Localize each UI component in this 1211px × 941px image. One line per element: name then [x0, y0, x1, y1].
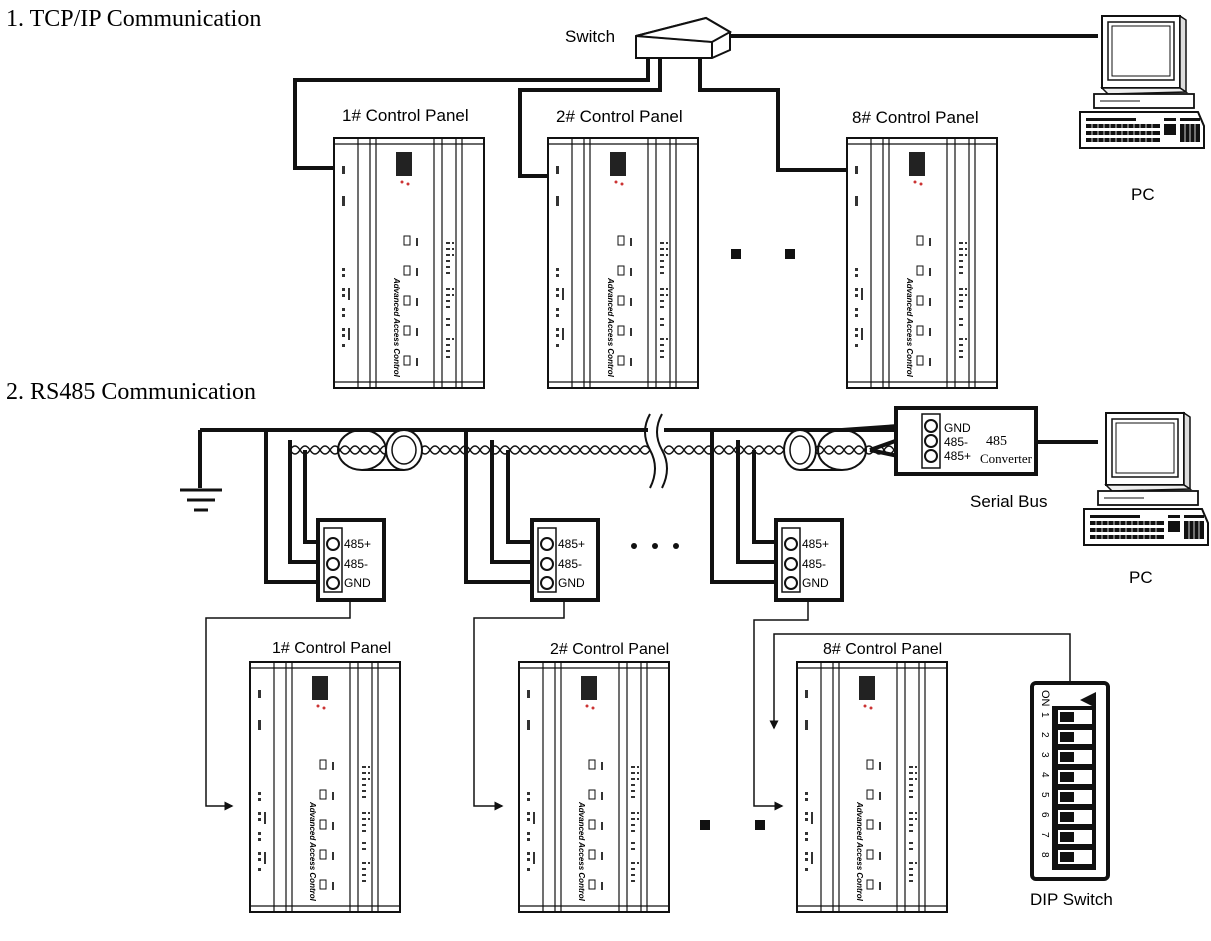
ellipsis-dot	[673, 543, 679, 549]
tcp-panel-2-label: 2# Control Panel	[556, 107, 683, 126]
rs485-control-panel-8	[796, 661, 948, 913]
dip-switch-on-label: ON	[1039, 690, 1051, 707]
tcp-panel-1-label: 1# Control Panel	[342, 106, 469, 125]
rs485-panel-1-product: Advanced Access Control	[308, 801, 317, 902]
terminal-1-pin-485-plus: 485+	[344, 537, 371, 551]
ellipsis-dot	[700, 820, 710, 830]
rs485-control-panel-2	[518, 661, 670, 913]
terminal-8-pin-485-minus: 485-	[802, 557, 826, 571]
tcp-control-panel-1	[333, 137, 485, 389]
dip-switch-position-6: 6	[1039, 812, 1050, 818]
terminal-2-pin-485-plus: 485+	[558, 537, 585, 551]
tcp-control-panel-2	[547, 137, 699, 389]
terminal-8-pin-gnd: GND	[802, 576, 829, 590]
tcp-pc-label: PC	[1131, 185, 1155, 204]
terminal-1-pin-gnd: GND	[344, 576, 371, 590]
dip-switch-label: DIP Switch	[1030, 890, 1113, 909]
tcp-control-panel-8	[846, 137, 998, 389]
tcp-pc-icon	[1079, 15, 1205, 149]
section-title-rs485: 2. RS485 Communication	[6, 379, 256, 405]
ellipsis-dot	[652, 543, 658, 549]
section-title-tcp: 1. TCP/IP Communication	[6, 6, 261, 32]
rs485-panel-2-product: Advanced Access Control	[577, 801, 586, 902]
converter-pin-gnd: GND	[944, 421, 971, 435]
rs485-panel-8-label: 8# Control Panel	[823, 641, 942, 658]
terminal-8-pin-485-plus: 485+	[802, 537, 829, 551]
dip-switch-position-8: 8	[1039, 852, 1050, 858]
switch-label: Switch	[565, 27, 615, 46]
dip-switch-icon	[1030, 681, 1110, 881]
rs485-converter	[894, 406, 1098, 476]
ellipsis-dot	[785, 249, 795, 259]
terminal-2-pin-gnd: GND	[558, 576, 585, 590]
tcp-panel-8-label: 8# Control Panel	[852, 108, 979, 127]
tcp-panel-1-product: Advanced Access Control	[392, 277, 401, 378]
dip-switch-position-4: 4	[1039, 772, 1050, 778]
rs485-panel-2-label: 2# Control Panel	[550, 641, 669, 658]
dip-switch-position-7: 7	[1039, 832, 1050, 838]
tcp-network-cables	[293, 34, 1098, 178]
rs485-pc-icon	[1083, 412, 1209, 546]
rs485-pc-label: PC	[1129, 568, 1153, 587]
converter-title: 485	[986, 434, 1007, 449]
converter-pin-485-minus: 485-	[944, 435, 968, 449]
tcp-panel-2-product: Advanced Access Control	[606, 277, 615, 378]
network-switch	[635, 16, 733, 59]
terminal-1-pin-485-minus: 485-	[344, 557, 368, 571]
converter-pin-485-plus: 485+	[944, 449, 971, 463]
rs485-control-panel-1	[249, 661, 401, 913]
rs485-panel-cables	[205, 600, 1071, 811]
ellipsis-dot	[755, 820, 765, 830]
ellipsis-dot	[631, 543, 637, 549]
dip-switch-position-3: 3	[1039, 752, 1050, 758]
tcp-panel-8-product: Advanced Access Control	[905, 277, 914, 378]
dip-switch-position-2: 2	[1039, 732, 1050, 738]
dip-switch-position-5: 5	[1039, 792, 1050, 798]
serial-bus-label: Serial Bus	[970, 492, 1047, 511]
rs485-serial-bus	[180, 413, 899, 512]
rs485-drop-wires	[264, 430, 778, 584]
rs485-panel-1-label: 1# Control Panel	[272, 640, 391, 657]
rs485-panel-8-product: Advanced Access Control	[855, 801, 864, 902]
terminal-2-pin-485-minus: 485-	[558, 557, 582, 571]
dip-switch-position-1: 1	[1039, 712, 1050, 718]
ellipsis-dot	[731, 249, 741, 259]
converter-subtitle: Converter	[980, 451, 1033, 466]
